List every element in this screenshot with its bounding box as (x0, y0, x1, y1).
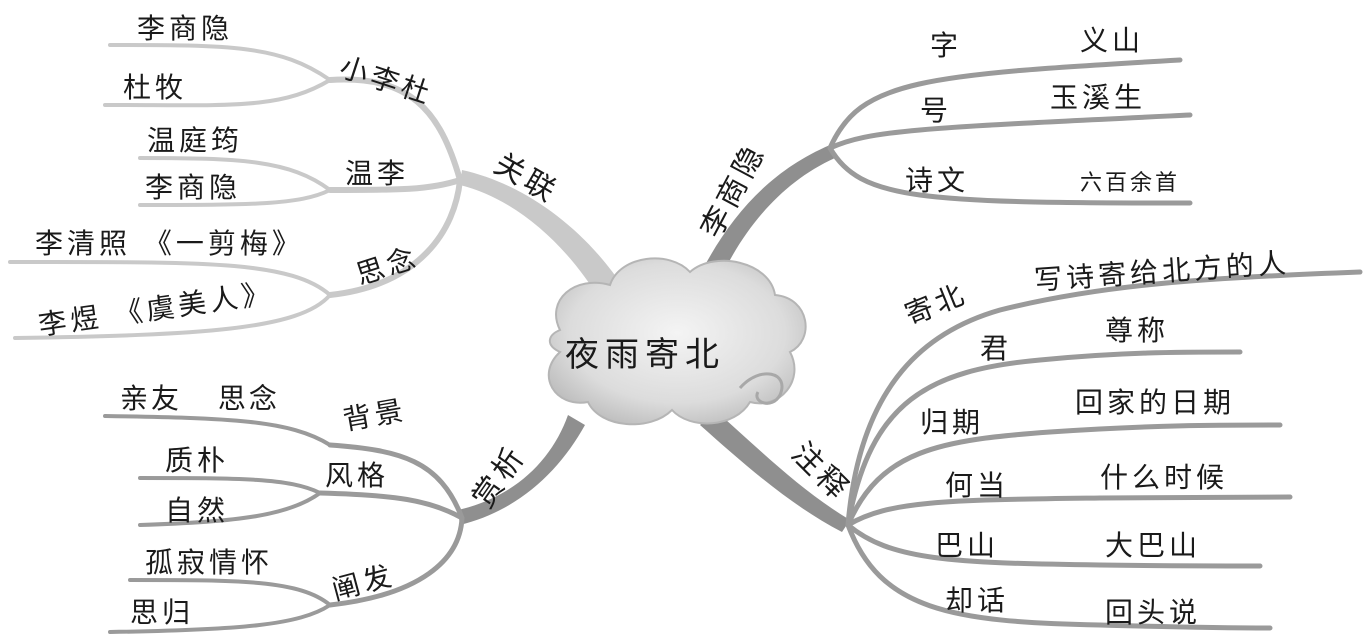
note-value-jun: 尊称 (1105, 314, 1169, 347)
author-value-zi: 义山 (1080, 24, 1144, 57)
author-value-shiwen: 六百余首 (1080, 171, 1180, 196)
group-label-xiaolidu: 小李杜 (336, 50, 438, 111)
author-key-hao: 号 (920, 94, 952, 127)
note-key-quehua: 却话 (945, 584, 1009, 617)
note-value-jibei: 写诗寄给北方的人 (1033, 246, 1291, 297)
note-key-jun: 君 (980, 332, 1012, 365)
leaf-qinyou-sinian: 亲友 思念 (120, 382, 280, 415)
leaf-lishangyin-2: 李商隐 (145, 171, 241, 204)
author-value-hao: 玉溪生 (1050, 81, 1146, 114)
note-value-bashan: 大巴山 (1105, 529, 1201, 562)
note-value-guiqi: 回家的日期 (1075, 386, 1235, 419)
note-value-hedang: 什么时候 (1100, 461, 1228, 494)
center-title: 夜雨寄北 (565, 335, 725, 375)
leaf-zhipu: 质朴 (165, 444, 229, 477)
author-key-zi: 字 (930, 29, 962, 62)
leaf-liqingzhao: 李清照 《一剪梅》 (35, 227, 304, 260)
group-label-chanfa: 阐发 (328, 558, 398, 606)
leaf-wentingyun: 温庭筠 (147, 124, 243, 157)
branch-label-shangxi: 赏析 (466, 439, 534, 515)
leaf-lishangyin-1: 李商隐 (137, 12, 233, 45)
author-key-shiwen: 诗文 (905, 164, 969, 197)
note-key-hedang: 何当 (945, 469, 1009, 502)
note-key-guiqi: 归期 (920, 406, 984, 439)
group-label-sinian: 思念 (352, 240, 423, 291)
leaf-dumu: 杜牧 (123, 71, 187, 104)
group-label-fengge: 风格 (325, 459, 389, 492)
group-label-wenli: 温李 (345, 157, 409, 190)
leaf-ziran: 自然 (165, 494, 229, 527)
note-value-quehua: 回头说 (1105, 596, 1201, 629)
leaf-sigui: 思归 (130, 596, 194, 629)
note-key-bashan: 巴山 (935, 529, 999, 562)
group-label-beijing: 背景 (340, 393, 409, 437)
leaf-giji-qinghuai: 孤寂情怀 (145, 546, 273, 579)
